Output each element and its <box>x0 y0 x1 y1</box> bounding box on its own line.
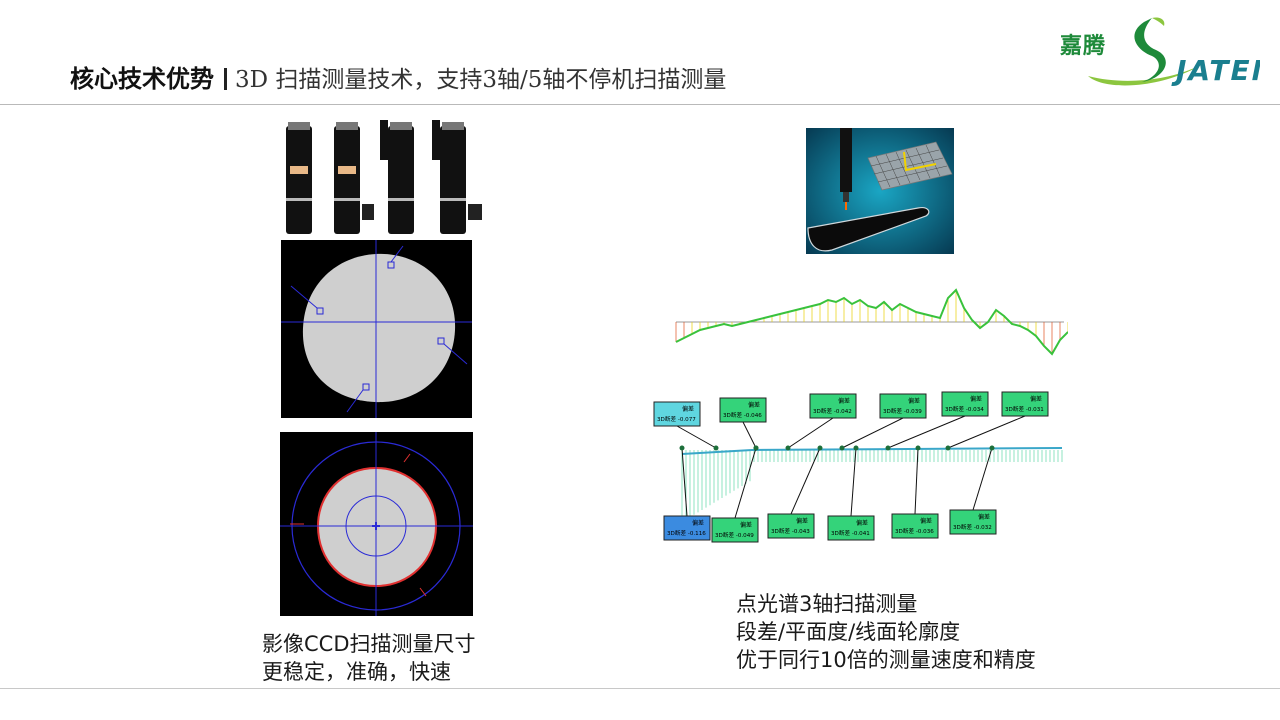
ccd-circle-edge-image <box>281 240 472 418</box>
logo-chinese-text: 嘉腾 <box>1060 34 1107 59</box>
svg-text:偏差: 偏差 <box>682 405 694 413</box>
header-divider <box>0 104 1280 105</box>
svg-text:偏差: 偏差 <box>838 397 850 405</box>
svg-text:偏差: 偏差 <box>920 517 932 525</box>
svg-text:偏差: 偏差 <box>692 519 704 527</box>
svg-text:3D断差 -0.049: 3D断差 -0.049 <box>715 531 754 539</box>
svg-text:偏差: 偏差 <box>796 517 808 525</box>
svg-text:偏差: 偏差 <box>1030 395 1042 403</box>
profile-scan-plot <box>672 286 1068 364</box>
right-caption-line3: 优于同行10倍的测量速度和精度 <box>736 648 1036 672</box>
title-subtitle: 3D 扫描测量技术，支持3轴/5轴不停机扫描测量 <box>235 67 727 93</box>
svg-text:偏差: 偏差 <box>748 401 760 409</box>
step-label-bottom <box>663 515 711 541</box>
step-label-top <box>879 393 927 419</box>
ccd-camera-lenses-image <box>276 118 486 234</box>
svg-text:3D断差 -0.042: 3D断差 -0.042 <box>813 407 852 415</box>
left-caption-line2: 更稳定，准确，快速 <box>262 660 451 684</box>
step-label-bottom <box>891 513 939 539</box>
step-label-bottom <box>767 513 815 539</box>
page-title: 核心技术优势 3D 扫描测量技术，支持3轴/5轴不停机扫描测量 <box>70 62 726 96</box>
svg-text:偏差: 偏差 <box>856 519 868 527</box>
ccd-circle-fit-image <box>280 432 473 616</box>
step-label-top <box>653 401 701 427</box>
svg-text:3D断差 -0.046: 3D断差 -0.046 <box>723 411 762 419</box>
title-main: 核心技术优势 <box>70 65 214 93</box>
svg-text:3D断差 -0.077: 3D断差 -0.077 <box>657 415 696 423</box>
step-label-bottom <box>827 515 875 541</box>
svg-text:3D断差 -0.039: 3D断差 -0.039 <box>883 407 922 415</box>
right-caption-line2: 段差/平面度/线面轮廓度 <box>736 620 961 644</box>
right-caption-line1: 点光谱3轴扫描测量 <box>736 592 918 616</box>
svg-text:3D断差 -0.116: 3D断差 -0.116 <box>667 529 706 537</box>
svg-text:3D断差 -0.041: 3D断差 -0.041 <box>831 529 870 537</box>
svg-text:偏差: 偏差 <box>740 521 752 529</box>
step-label-top <box>941 391 989 417</box>
svg-text:偏差: 偏差 <box>978 513 990 521</box>
step-label-top <box>809 393 857 419</box>
svg-text:3D断差 -0.034: 3D断差 -0.034 <box>945 405 984 413</box>
left-caption: 影像CCD扫描测量尺寸 更稳定，准确，快速 <box>262 630 476 686</box>
step-label-bottom <box>711 517 759 543</box>
title-separator <box>224 68 227 90</box>
step-label-top <box>719 397 767 423</box>
svg-text:3D断差 -0.043: 3D断差 -0.043 <box>771 527 810 535</box>
step-label-bottom <box>949 509 997 535</box>
svg-text:偏差: 偏差 <box>908 397 920 405</box>
footer-divider <box>0 688 1280 689</box>
svg-text:3D断差 -0.032: 3D断差 -0.032 <box>953 523 992 531</box>
jaten-logo: JATEN <box>1088 17 1260 87</box>
svg-text:3D断差 -0.031: 3D断差 -0.031 <box>1005 405 1044 413</box>
point-spectrum-probe-image <box>806 128 954 254</box>
step-height-plot: 偏差 3D断差 -0.077 偏差 3D断差 -0.046 偏差 3D断差 -0.042 偏… <box>652 388 1072 548</box>
left-caption-line1: 影像CCD扫描测量尺寸 <box>262 632 476 656</box>
svg-text:偏差: 偏差 <box>970 395 982 403</box>
logo-english-text: JATEN <box>1171 54 1260 87</box>
svg-text:3D断差 -0.036: 3D断差 -0.036 <box>895 527 934 535</box>
step-label-top <box>1001 391 1049 417</box>
right-caption: 点光谱3轴扫描测量 段差/平面度/线面轮廓度 优于同行10倍的测量速度和精度 <box>736 590 1036 674</box>
